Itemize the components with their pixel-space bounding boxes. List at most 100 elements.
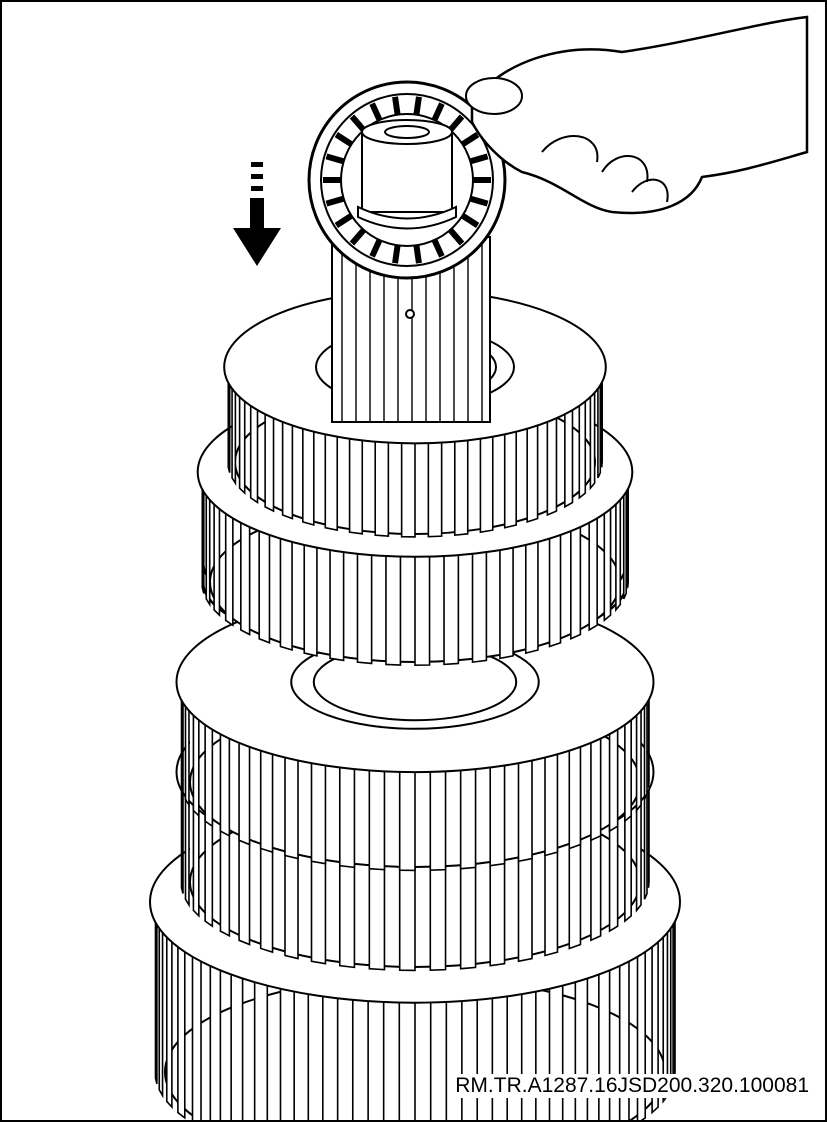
gear-tooth <box>517 847 533 963</box>
gear-tooth <box>158 916 164 1099</box>
gear-tooth <box>588 513 598 632</box>
gear-tooth <box>459 766 477 870</box>
gear-tooth <box>489 762 506 867</box>
gear-tooth <box>180 777 184 894</box>
gear-tooth <box>192 708 200 818</box>
gear-tooth <box>219 729 231 838</box>
gear-tooth <box>201 477 205 594</box>
gear-tooth <box>635 702 642 813</box>
gear-tooth <box>238 829 251 946</box>
gear-tooth <box>615 492 622 613</box>
gear-tooth <box>204 719 214 828</box>
gear-tooth <box>219 819 231 938</box>
figure-reference-code: RM.TR.A1287.16JSD200.320.100081 <box>451 1074 809 1098</box>
gear-tooth <box>336 995 354 1120</box>
gear-tooth <box>324 431 339 532</box>
gear-tooth <box>374 439 390 537</box>
gear-tooth <box>622 483 628 600</box>
gear-tooth <box>329 547 345 662</box>
gear-tooth <box>230 970 244 1120</box>
gear-tooth <box>544 841 559 957</box>
gear-tooth <box>669 913 674 1091</box>
gear-tooth <box>253 978 269 1120</box>
gear-tooth <box>546 414 558 517</box>
gear-tooth <box>524 538 539 655</box>
gear-tooth <box>471 549 488 664</box>
downward-arrow-icon <box>233 162 281 266</box>
gear-tooth <box>281 418 294 520</box>
gear-tooth <box>249 401 259 504</box>
gear-tooth <box>279 535 293 652</box>
gear-tooth <box>590 824 602 942</box>
gear-tooth <box>443 552 460 666</box>
gear-tooth <box>259 837 274 954</box>
gear-tooth <box>574 974 589 1120</box>
gear-tooth <box>429 768 447 872</box>
gear-tooth <box>578 396 587 500</box>
gear-tooth <box>453 437 469 537</box>
gear-tooth <box>368 857 386 971</box>
gear-tooth <box>491 993 508 1120</box>
gear-tooth <box>459 856 477 970</box>
gear-tooth <box>224 508 234 627</box>
gear-tooth <box>238 391 246 495</box>
gear-tooth <box>429 999 448 1120</box>
gear-tooth <box>414 554 431 667</box>
gear-tooth <box>548 531 562 648</box>
gear-tooth <box>154 907 158 1085</box>
gear-tooth <box>398 859 416 972</box>
gear-tooth <box>568 743 582 850</box>
gear-tooth <box>367 998 385 1120</box>
gear-tooth <box>279 985 295 1120</box>
gear-tooth <box>238 739 251 846</box>
gear-tooth <box>264 410 275 513</box>
gear-tooth <box>603 503 612 622</box>
gear-tooth <box>643 693 648 800</box>
gear-tooth <box>479 434 494 534</box>
gear-tooth <box>608 724 619 833</box>
gear-tooth <box>429 858 447 972</box>
gear-tooth <box>597 377 602 479</box>
gear-tooth <box>240 518 251 636</box>
gear-tooth <box>177 940 186 1120</box>
gear-tooth <box>624 714 632 823</box>
gear-tooth <box>643 783 648 900</box>
gear-tooth <box>184 786 190 908</box>
gear-tooth <box>400 440 416 538</box>
gear-tooth <box>165 929 173 1110</box>
gear-tooth <box>526 422 539 524</box>
gear-tooth <box>184 696 190 808</box>
gear-tooth <box>608 814 619 933</box>
gear-tooth <box>489 852 506 967</box>
gear-tooth <box>213 497 221 618</box>
gear-tooth <box>258 527 271 644</box>
gear-tooth <box>348 436 364 535</box>
gear-tooth <box>310 850 327 965</box>
gear-tooth <box>499 544 514 660</box>
gear-tooth <box>385 553 402 666</box>
gear-tooth <box>303 542 318 657</box>
gear-tooth <box>259 747 274 854</box>
gear-tooth <box>570 523 582 641</box>
gear-tooth <box>338 854 356 969</box>
gear-tooth <box>590 734 602 842</box>
gear-tooth <box>427 440 443 538</box>
gear-tooth <box>284 844 299 960</box>
gear-tooth <box>517 757 533 863</box>
gear-tooth <box>338 764 356 869</box>
gear-tooth <box>231 380 237 486</box>
gear-tooth <box>564 406 574 509</box>
gear-tooth <box>310 760 327 865</box>
gear-tooth <box>356 551 373 665</box>
gear-tooth <box>635 792 642 913</box>
synchronizer-ring <box>307 80 507 280</box>
gear-tooth <box>568 833 582 950</box>
gear-tooth <box>589 385 596 491</box>
gear-tooth <box>209 961 222 1120</box>
gear-tooth <box>624 804 632 923</box>
gear-tooth <box>205 486 211 608</box>
gear-tooth <box>302 425 315 527</box>
gear-tooth <box>227 372 231 473</box>
